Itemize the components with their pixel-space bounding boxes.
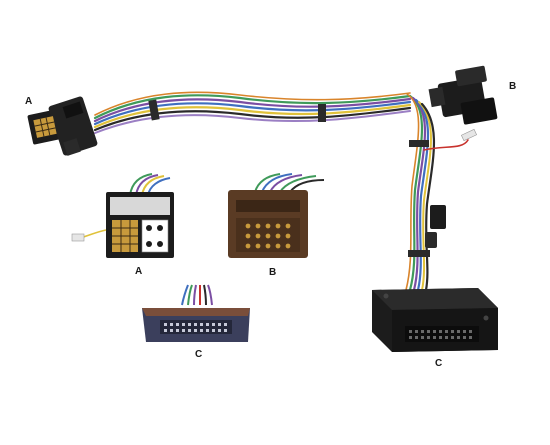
interface-module [372, 288, 498, 352]
connector-c-detail [142, 284, 250, 342]
right-cable-bundle [405, 93, 478, 292]
connector-a-detail-label: A [135, 266, 143, 277]
connector-c-detail-label: C [195, 349, 203, 360]
connector-a-top [27, 96, 98, 156]
connector-b-top [428, 65, 498, 125]
connector-a-detail [71, 173, 174, 258]
connector-b-label: B [509, 81, 517, 92]
connector-b-detail-label: B [269, 267, 277, 278]
module-c-label: C [435, 358, 443, 369]
main-cable-bundle [93, 91, 412, 134]
connector-b-detail [228, 173, 325, 258]
connector-a-label: A [25, 96, 33, 107]
